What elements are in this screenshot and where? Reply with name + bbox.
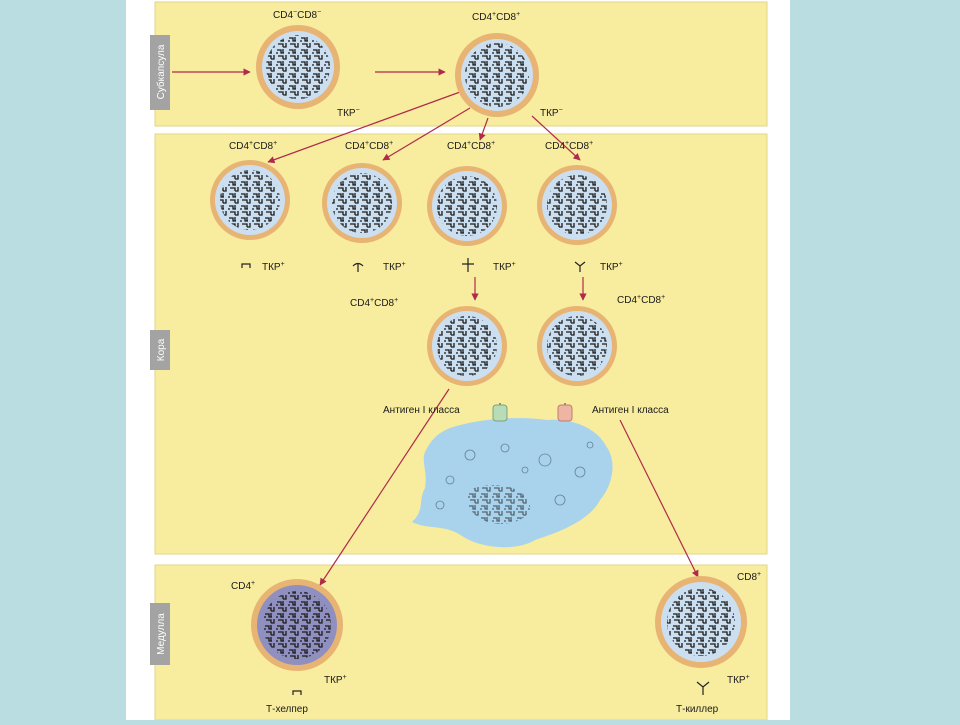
subcapsule-label: Субкапсула (155, 44, 167, 99)
t-helper-marker-label: CD4+ (231, 580, 255, 592)
tcr-glyph-cell4 (574, 261, 586, 272)
dp-tcr-label: ТКР− (540, 107, 563, 119)
antigen-label-right: Антиген I класса (592, 405, 669, 416)
t-killer-label: Т-киллер (676, 704, 719, 715)
cell3-marker-label: CD4+CD8+ (447, 140, 495, 152)
tcr-glyph-cell1 (241, 263, 251, 268)
double-negative-cell (256, 25, 340, 109)
slide-canvas: Субкапсула Кора Медулла (126, 0, 790, 721)
cell4-tcr-label: ТКР+ (600, 261, 623, 273)
cell4-marker-label: CD4+CD8+ (545, 140, 593, 152)
mhc-receptor-green (492, 403, 508, 422)
cortex-label: Кора (156, 338, 167, 361)
tcr-glyph-cell2 (352, 262, 364, 272)
selected-cd4-marker-label: CD4+CD8+ (350, 297, 398, 309)
selected-cd8-marker-label: CD4+CD8+ (617, 294, 665, 306)
mhc-receptor-pink (557, 403, 573, 422)
cell2-marker-label: CD4+CD8+ (345, 140, 393, 152)
cortex-cell-3 (427, 166, 507, 246)
antigen-label-left: Антиген I класса (383, 405, 460, 416)
t-helper-cell (251, 579, 343, 671)
t-killer-marker-label: CD8+ (737, 571, 761, 583)
tcr-glyph-helper (292, 690, 302, 695)
dp-to-cell4-arrow (531, 115, 581, 161)
dn-marker-label: CD4−CD8− (273, 9, 321, 21)
cortex-cell-2 (322, 163, 402, 243)
cell3-tcr-label: ТКР+ (493, 261, 516, 273)
t-killer-tcr-label: ТКР+ (727, 674, 750, 686)
dp-to-cell2-arrow (382, 107, 471, 161)
selected-cell-cd4 (427, 306, 507, 386)
cortex-cell-1 (210, 160, 290, 240)
cell1-marker-label: CD4+CD8+ (229, 140, 277, 152)
tcr-glyph-cell3 (462, 258, 474, 272)
dp-to-cell3-arrow (478, 117, 489, 141)
medulla-label: Медулла (156, 613, 167, 655)
cortex-cell-4 (537, 165, 617, 245)
dp-marker-label: CD4+CD8+ (472, 11, 520, 23)
t-helper-tcr-label: ТКР+ (324, 674, 347, 686)
medulla-label-box (150, 603, 170, 665)
dn-tcr-label: ТКР− (337, 107, 360, 119)
tcr-glyph-killer (696, 681, 710, 695)
cell2-tcr-label: ТКР+ (383, 261, 406, 273)
selected-cell-cd8 (537, 306, 617, 386)
cortex-label-box (150, 330, 170, 370)
subcapsule-label-box (150, 35, 170, 110)
to-t-helper-arrow (319, 388, 450, 586)
antigen-presenting-cell (412, 418, 613, 548)
apc-nucleus (466, 485, 531, 525)
dp-to-cell1-arrow (267, 91, 461, 164)
to-t-killer-arrow (619, 419, 699, 578)
t-helper-label: Т-хелпер (266, 704, 308, 715)
apc-texture (435, 441, 594, 510)
double-positive-cell (455, 33, 539, 117)
cell1-tcr-label: ТКР+ (262, 261, 285, 273)
t-cell-development-diagram: Субкапсула Кора Медулла (150, 1, 768, 721)
t-killer-cell (655, 576, 747, 668)
